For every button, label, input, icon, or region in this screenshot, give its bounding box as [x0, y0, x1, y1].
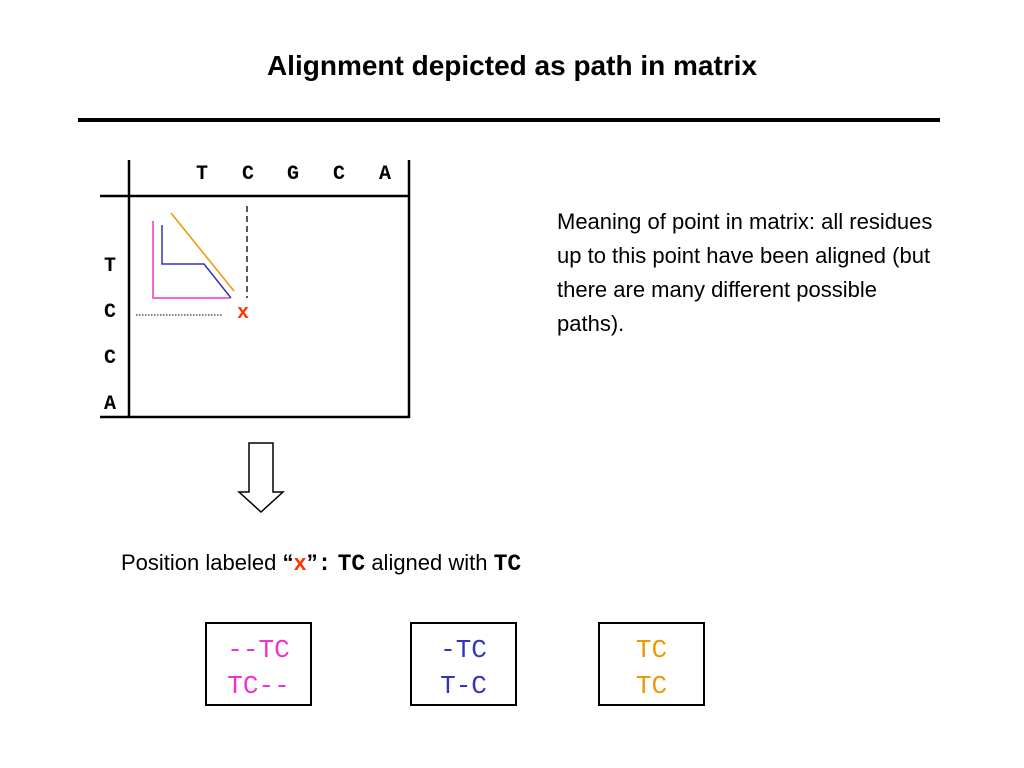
quote-open: “: [282, 550, 294, 575]
path-orange: [170, 212, 235, 292]
path-magenta: [152, 221, 230, 299]
alignment-top: TC: [635, 635, 668, 665]
alignment-box-3: TC TC: [598, 622, 705, 706]
alignment-bottom: T-C: [440, 671, 487, 701]
meaning-text: Meaning of point in matrix: all residues…: [557, 209, 933, 336]
column-letter: C: [242, 163, 255, 186]
alignment-top: --TC: [227, 635, 290, 665]
column-letter: T: [196, 163, 209, 186]
alignment-box-2: -TC T-C: [410, 622, 517, 706]
alignment-box-1: --TC TC--: [205, 622, 312, 706]
colon: :: [317, 551, 332, 577]
page-title: Alignment depicted as path in matrix: [266, 50, 758, 81]
row-letter: C: [104, 301, 117, 324]
path-blue: [161, 225, 232, 299]
position-caption: Position labeled “x”: TC aligned with TC: [121, 550, 521, 577]
row-letter: C: [104, 347, 117, 370]
alignment-top: -TC: [440, 635, 487, 665]
matrix-point-x: x: [237, 302, 250, 325]
sequence-2: TC: [493, 551, 522, 577]
position-middle: aligned with: [365, 550, 494, 575]
title-divider: [78, 118, 940, 122]
down-arrow-icon: [237, 442, 285, 514]
quote-close: ”: [306, 550, 318, 575]
alignment-bottom: TC--: [227, 671, 290, 701]
sequence-1: TC: [337, 551, 366, 577]
row-letter: A: [104, 393, 117, 416]
alignment-bottom: TC: [635, 671, 668, 701]
position-x-label: x: [293, 552, 307, 577]
column-letter: A: [379, 163, 392, 186]
column-letter: G: [287, 163, 300, 186]
position-prefix: Position labeled: [121, 550, 283, 575]
row-letter: T: [104, 255, 117, 278]
column-letter: C: [333, 163, 346, 186]
